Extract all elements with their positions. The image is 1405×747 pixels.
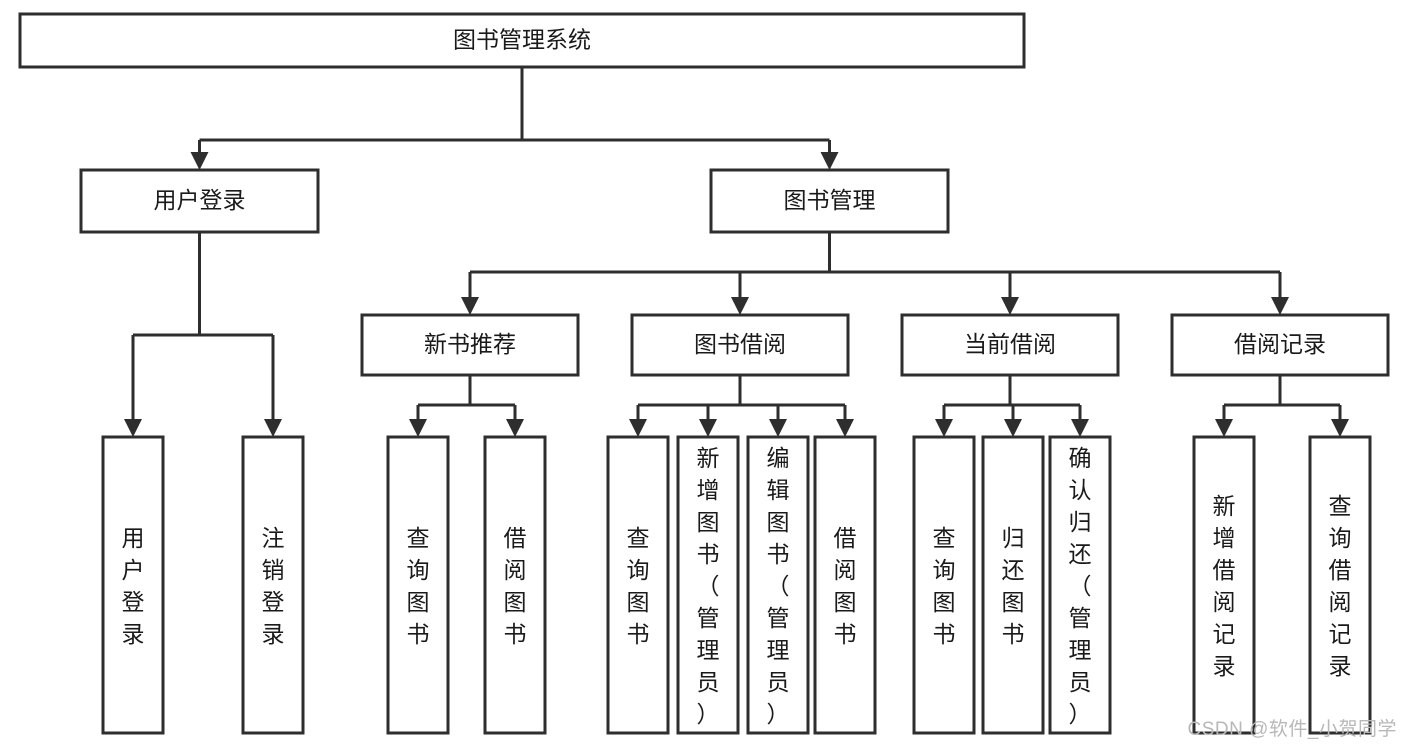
arrow-head-icon	[1001, 297, 1019, 315]
node-label: 查询图书	[933, 525, 956, 647]
node-box	[1308, 435, 1372, 735]
node-leaf-edit-book[interactable]: 编辑图书（管理员）	[746, 435, 810, 735]
node-leaf-return-book[interactable]: 归还图书	[981, 435, 1045, 735]
node-label: 确认归还（管理员）	[1069, 445, 1092, 727]
node-label: 借阅记录	[1234, 331, 1326, 357]
node-leaf-user-login[interactable]: 用户登录	[101, 435, 165, 735]
node-leaf-query-record[interactable]: 查询借阅记录	[1308, 435, 1372, 735]
node-box	[1170, 313, 1390, 377]
nodes-layer: 图书管理系统用户登录图书管理新书推荐图书借阅当前借阅借阅记录用户登录注销登录查询…	[18, 12, 1390, 735]
arrow-head-icon	[731, 297, 749, 315]
arrow-head-icon	[629, 419, 647, 437]
node-label: 用户登录	[122, 525, 145, 647]
arrow-head-icon	[1004, 419, 1022, 437]
node-box	[79, 168, 320, 234]
node-root[interactable]: 图书管理系统	[18, 12, 1026, 69]
node-leaf-borrow-new[interactable]: 借阅图书	[483, 435, 547, 735]
node-box	[483, 435, 547, 735]
watermark-label: CSDN @软件_小贺同学	[1187, 719, 1397, 740]
node-label: 查询图书	[407, 525, 430, 647]
node-label: 注销登录	[262, 525, 285, 647]
node-box	[360, 313, 580, 377]
node-leaf-add-book[interactable]: 新增图书（管理员）	[676, 435, 740, 735]
node-leaf-add-record[interactable]: 新增借阅记录	[1192, 435, 1256, 735]
node-borrow[interactable]: 图书借阅	[630, 313, 850, 377]
node-box	[709, 168, 950, 234]
arrow-head-icon	[1071, 419, 1089, 437]
node-newbooks[interactable]: 新书推荐	[360, 313, 580, 377]
arrow-head-icon	[409, 419, 427, 437]
node-box	[1048, 435, 1112, 735]
edges-layer	[124, 67, 1349, 437]
node-box	[630, 313, 850, 377]
node-label: 图书管理	[784, 187, 876, 213]
node-box	[746, 435, 810, 735]
arrow-head-icon	[836, 419, 854, 437]
node-label: 借阅图书	[834, 525, 857, 647]
node-leaf-query-book[interactable]: 查询图书	[606, 435, 670, 735]
arrow-head-icon	[699, 419, 717, 437]
node-label: 图书管理系统	[453, 27, 591, 53]
node-box	[813, 435, 877, 735]
node-leaf-borrow-book[interactable]: 借阅图书	[813, 435, 877, 735]
node-leaf-query-new[interactable]: 查询图书	[386, 435, 450, 735]
arrow-head-icon	[461, 297, 479, 315]
arrow-head-icon	[264, 419, 282, 437]
arrow-head-icon	[935, 419, 953, 437]
node-label: 新增借阅记录	[1213, 493, 1236, 679]
node-records[interactable]: 借阅记录	[1170, 313, 1390, 377]
arrow-head-icon	[769, 419, 787, 437]
node-label: 当前借阅	[964, 331, 1056, 357]
arrow-head-icon	[820, 152, 839, 170]
node-login[interactable]: 用户登录	[79, 168, 320, 234]
node-box	[676, 435, 740, 735]
node-label: 借阅图书	[504, 525, 527, 647]
node-box	[981, 435, 1045, 735]
arrow-head-icon	[1331, 419, 1349, 437]
node-box	[900, 313, 1120, 377]
arrow-head-icon	[190, 152, 209, 170]
node-current[interactable]: 当前借阅	[900, 313, 1120, 377]
node-box	[101, 435, 165, 735]
node-box	[18, 12, 1026, 69]
node-label: 新增图书（管理员）	[697, 445, 720, 727]
arrow-head-icon	[506, 419, 524, 437]
arrow-head-icon	[1215, 419, 1233, 437]
node-label: 新书推荐	[424, 331, 516, 357]
node-label: 编辑图书（管理员）	[767, 445, 790, 727]
node-box	[241, 435, 305, 735]
arrow-head-icon	[124, 419, 142, 437]
node-label: 归还图书	[1002, 525, 1025, 647]
node-box	[606, 435, 670, 735]
node-box	[912, 435, 976, 735]
node-leaf-query-cur[interactable]: 查询图书	[912, 435, 976, 735]
node-bookmgmt[interactable]: 图书管理	[709, 168, 950, 234]
node-label: 查询图书	[627, 525, 650, 647]
node-label: 图书借阅	[694, 331, 786, 357]
node-label: 用户登录	[154, 187, 246, 213]
node-leaf-logout[interactable]: 注销登录	[241, 435, 305, 735]
node-box	[386, 435, 450, 735]
node-label: 查询借阅记录	[1329, 493, 1352, 679]
node-box	[1192, 435, 1256, 735]
node-leaf-confirm-ret[interactable]: 确认归还（管理员）	[1048, 435, 1112, 735]
arrow-head-icon	[1271, 297, 1289, 315]
